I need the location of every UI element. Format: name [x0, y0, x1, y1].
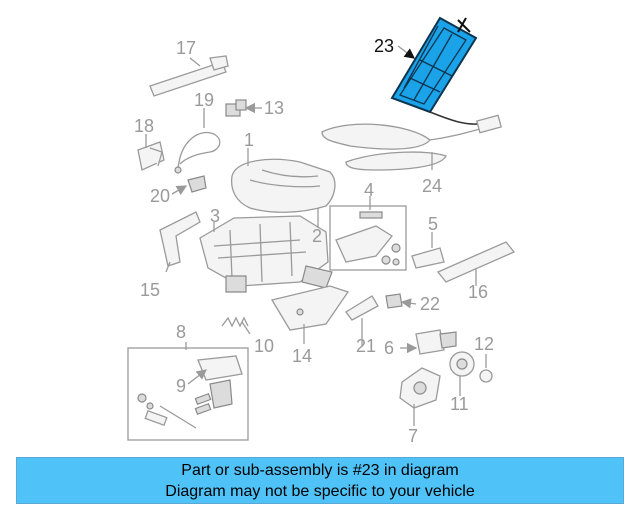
part-16-rail-cover [436, 241, 516, 283]
callout-6: 6 [384, 338, 394, 358]
part-21-bracket [345, 295, 379, 321]
part-11-gear [449, 351, 475, 377]
callout-16: 16 [468, 282, 488, 302]
callout-10: 10 [254, 336, 274, 356]
callout-20: 20 [150, 186, 170, 206]
callout-3: 3 [210, 206, 220, 226]
part-20-latch [187, 175, 207, 193]
part-3-seat-frame [199, 215, 333, 293]
callout-7: 7 [408, 426, 418, 446]
callout-15: 15 [140, 280, 160, 300]
callout-1: 1 [244, 130, 254, 150]
part-info-banner: Part or sub-assembly is #23 in diagram D… [16, 457, 624, 504]
callout-5: 5 [428, 214, 438, 234]
callout-18: 18 [134, 116, 154, 136]
part-17-trim [149, 55, 229, 97]
part-4-frame-box [329, 205, 407, 271]
leader-lines [145, 45, 487, 426]
part-22-knob [385, 293, 403, 309]
callout-19: 19 [194, 90, 214, 110]
parts-diagram: 23 17 19 13 18 1 20 24 4 3 2 5 15 16 22 … [127, 16, 516, 446]
part-6-motor [415, 329, 457, 355]
part-10-spring [221, 316, 249, 328]
callout-22: 22 [420, 294, 440, 314]
part-9-kit-parts [137, 355, 243, 429]
callout-12: 12 [474, 334, 494, 354]
part-18-bracket [137, 141, 165, 171]
part-13-clip [225, 99, 247, 117]
banner-line-1: Part or sub-assembly is #23 in diagram [181, 462, 459, 479]
callout-23: 23 [374, 36, 394, 56]
part-15-side-trim [159, 211, 201, 267]
part-23-heater-pad[interactable] [390, 16, 489, 125]
part-4-mechanism [335, 211, 401, 266]
callout-9: 9 [176, 376, 186, 396]
part-24-harness [321, 114, 502, 171]
callout-4: 4 [364, 180, 374, 200]
part-8-kit-box [127, 347, 249, 441]
part-5-trim [411, 247, 445, 269]
part-7-motor-assembly [399, 367, 441, 409]
callout-21: 21 [356, 336, 376, 356]
part-14-panel [270, 285, 350, 331]
banner-line-2: Diagram may not be specific to your vehi… [165, 483, 475, 500]
callout-13: 13 [264, 98, 284, 118]
callout-17: 17 [176, 38, 196, 58]
part-19-cable [174, 132, 221, 174]
callout-24: 24 [422, 176, 442, 196]
callout-14: 14 [292, 346, 312, 366]
part-12-cap [479, 369, 493, 383]
callout-2: 2 [312, 226, 322, 246]
callout-11: 11 [450, 394, 469, 414]
part-1-cushion-cover [230, 158, 336, 213]
callout-8: 8 [176, 322, 186, 342]
